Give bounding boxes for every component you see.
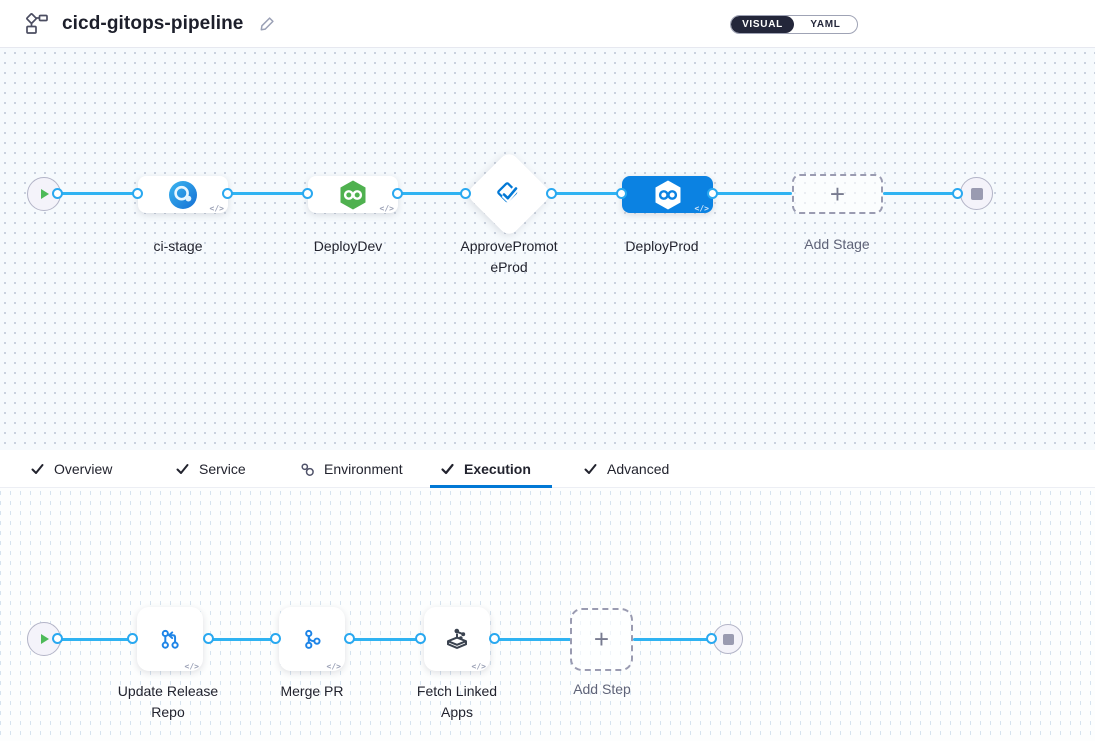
check-icon bbox=[441, 463, 454, 475]
plus-icon: + bbox=[829, 178, 846, 209]
play-icon bbox=[41, 189, 49, 199]
node-port bbox=[489, 633, 500, 644]
stage-label: DeployProd bbox=[625, 238, 699, 254]
tab-service[interactable]: Service bbox=[175, 450, 246, 488]
step-node-merge-pr[interactable]: </> bbox=[279, 607, 345, 671]
template-code-icon: </> bbox=[694, 204, 709, 213]
node-port bbox=[546, 188, 557, 199]
yaml-toggle-button[interactable]: YAML bbox=[810, 19, 841, 30]
check-icon bbox=[584, 464, 597, 474]
environment-icon bbox=[301, 462, 314, 476]
tab-overview[interactable]: Overview bbox=[30, 450, 112, 488]
tab-advanced[interactable]: Advanced bbox=[583, 450, 669, 488]
stage-graph-canvas[interactable]: </> </> </> bbox=[0, 48, 1095, 450]
stage-node-ci-stage[interactable]: </> bbox=[138, 176, 228, 213]
connector-wire bbox=[713, 192, 792, 195]
cd-deploy-icon bbox=[655, 180, 680, 209]
connector-wire bbox=[495, 638, 572, 641]
node-port bbox=[302, 188, 313, 199]
check-icon bbox=[176, 464, 189, 474]
node-port bbox=[616, 188, 627, 199]
stage-node-deployprod[interactable]: </> bbox=[622, 176, 713, 213]
connector-wire bbox=[58, 638, 133, 641]
node-port bbox=[952, 188, 963, 199]
node-port bbox=[344, 633, 355, 644]
tab-environment[interactable]: Environment bbox=[300, 450, 403, 488]
stage-node-approvepromoteprod[interactable] bbox=[465, 150, 553, 238]
node-port bbox=[707, 188, 718, 199]
node-port bbox=[415, 633, 426, 644]
node-port bbox=[222, 188, 233, 199]
header: cicd-gitops-pipeline VISUAL YAML bbox=[0, 0, 1095, 48]
tab-label: Advanced bbox=[607, 461, 670, 477]
tab-label: Overview bbox=[54, 461, 113, 477]
step-label: Update Release Repo bbox=[117, 683, 219, 720]
fetch-linked-apps-icon bbox=[447, 628, 467, 649]
view-mode-toggle: VISUAL YAML bbox=[730, 15, 858, 34]
stage-label: ApprovePromoteProd bbox=[460, 238, 558, 275]
template-code-icon: </> bbox=[471, 662, 486, 671]
node-port bbox=[270, 633, 281, 644]
stop-icon bbox=[970, 187, 983, 200]
tab-label: Environment bbox=[324, 461, 403, 477]
connector-wire bbox=[209, 638, 276, 641]
tab-execution[interactable]: Execution bbox=[440, 450, 531, 488]
page-title: cicd-gitops-pipeline bbox=[62, 12, 244, 34]
node-port bbox=[52, 188, 63, 199]
git-merge-icon bbox=[304, 629, 321, 649]
step-label: Fetch Linked Apps bbox=[416, 683, 498, 720]
connector-wire bbox=[883, 192, 958, 195]
node-port bbox=[706, 633, 717, 644]
add-step-label: Add Step bbox=[573, 681, 631, 697]
connector-wire bbox=[633, 638, 712, 641]
plus-icon: + bbox=[593, 624, 610, 654]
template-code-icon: </> bbox=[326, 662, 341, 671]
pipeline-icon bbox=[20, 11, 50, 37]
connector-wire bbox=[58, 192, 138, 195]
node-port bbox=[127, 633, 138, 644]
add-step-button[interactable]: + bbox=[570, 608, 633, 671]
play-icon bbox=[41, 634, 49, 644]
template-code-icon: </> bbox=[379, 204, 394, 213]
stage-label: DeployDev bbox=[313, 238, 383, 254]
node-port bbox=[460, 188, 471, 199]
template-code-icon: </> bbox=[209, 204, 224, 213]
execution-end-node bbox=[713, 624, 743, 654]
execution-graph-canvas[interactable]: </> </> bbox=[0, 488, 1095, 741]
active-tab-underline bbox=[430, 485, 552, 488]
stage-node-deploydev[interactable]: </> bbox=[308, 176, 398, 213]
edit-pencil-icon[interactable] bbox=[257, 14, 277, 34]
add-stage-button[interactable]: + bbox=[792, 174, 883, 214]
connector-wire bbox=[228, 192, 308, 195]
connector-wire bbox=[350, 638, 421, 641]
step-node-update-release-repo[interactable]: </> bbox=[137, 607, 203, 671]
pipeline-end-node bbox=[960, 177, 993, 210]
stage-config-tabs: Overview Service Environment Execution bbox=[0, 450, 1095, 488]
check-icon bbox=[31, 464, 44, 474]
node-port bbox=[203, 633, 214, 644]
git-update-icon bbox=[161, 629, 179, 649]
step-label: Merge PR bbox=[280, 683, 344, 699]
tab-label: Service bbox=[199, 461, 246, 477]
node-port bbox=[52, 633, 63, 644]
stop-icon bbox=[722, 633, 734, 645]
add-stage-label: Add Stage bbox=[804, 236, 870, 252]
step-node-fetch-linked-apps[interactable]: </> bbox=[424, 607, 490, 671]
ci-build-icon bbox=[169, 180, 197, 209]
cd-deploy-icon bbox=[340, 180, 366, 209]
node-port bbox=[132, 188, 143, 199]
connector-wire bbox=[398, 192, 466, 195]
template-code-icon: </> bbox=[184, 662, 199, 671]
connector-wire bbox=[552, 192, 622, 195]
visual-toggle-button[interactable]: VISUAL bbox=[731, 16, 794, 33]
node-port bbox=[392, 188, 403, 199]
tab-label: Execution bbox=[464, 461, 531, 477]
stage-label: ci-stage bbox=[153, 238, 203, 254]
